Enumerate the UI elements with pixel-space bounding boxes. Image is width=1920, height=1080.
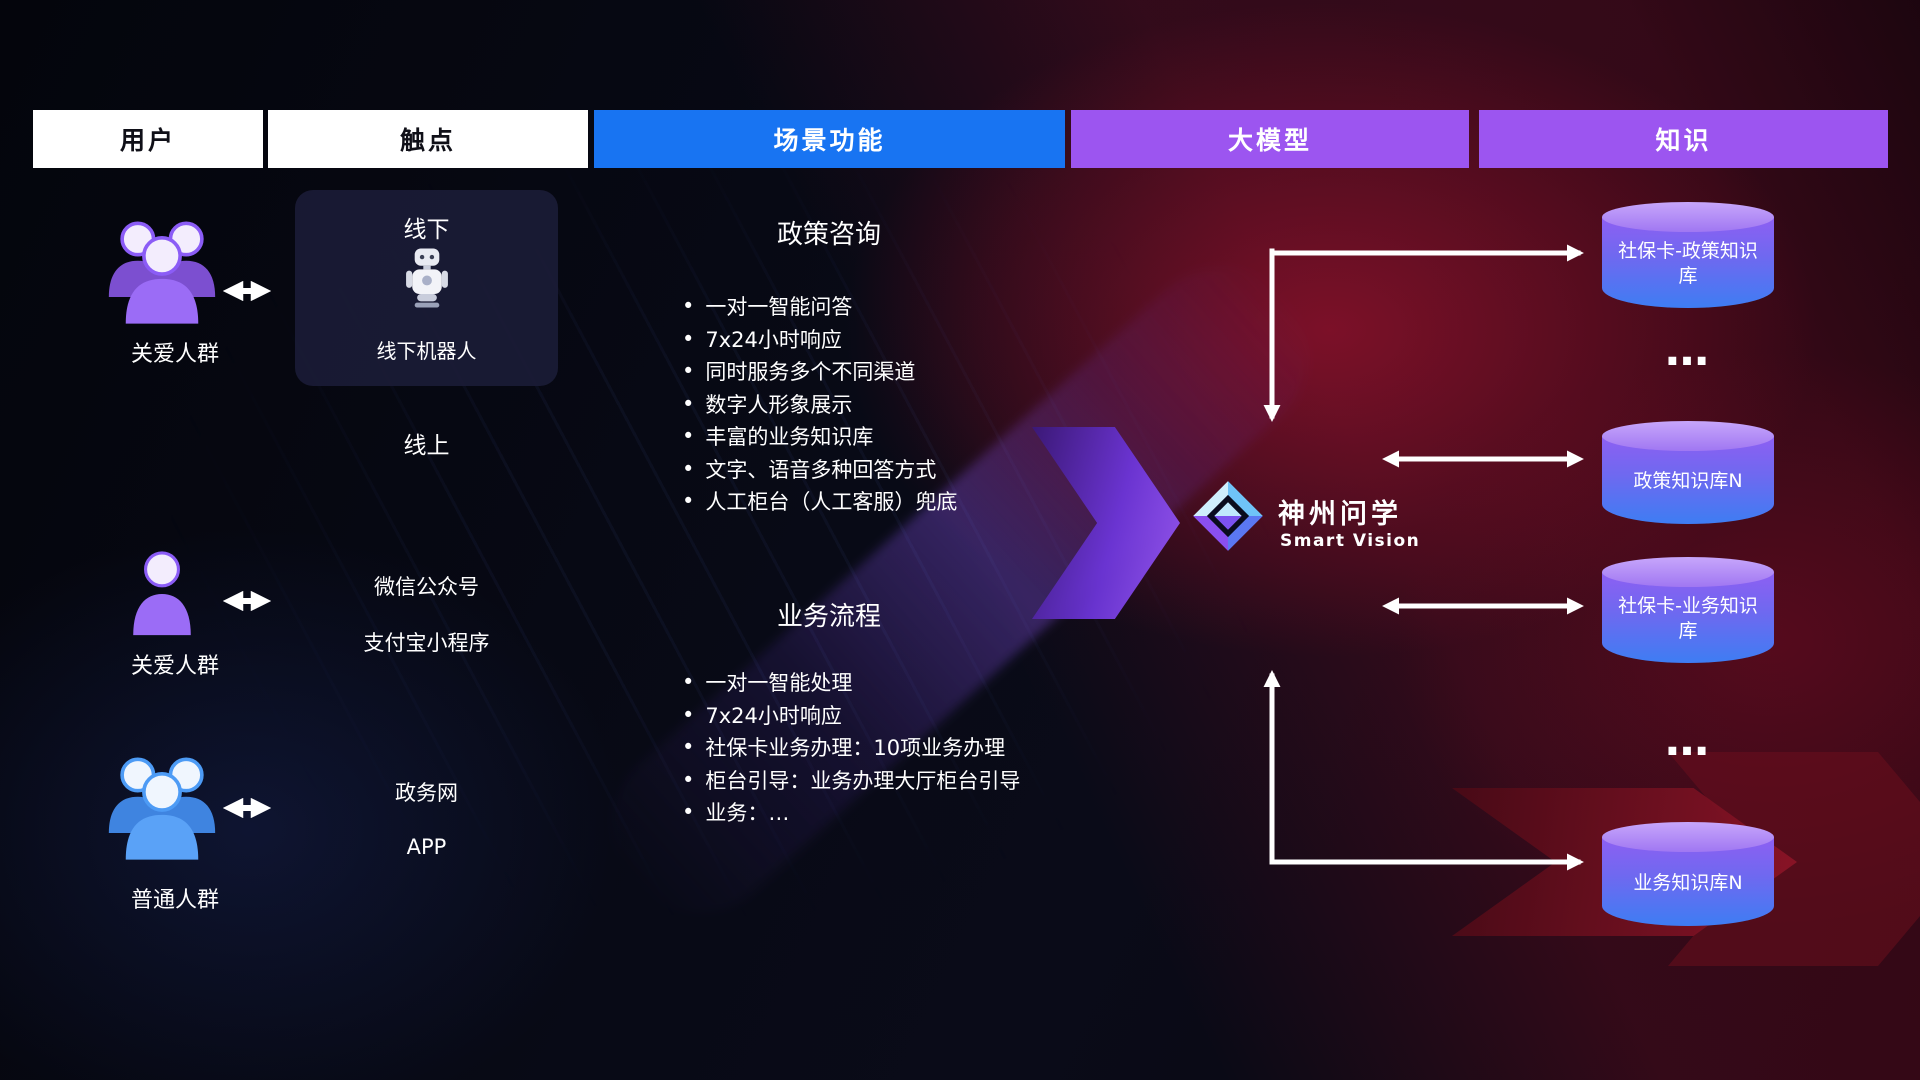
bullet-text: 柜台引导：业务办理大厅柜台引导 (705, 768, 1021, 793)
db-cylinder-top (1602, 202, 1774, 232)
db-cylinder-top (1602, 557, 1774, 587)
business-process-bullet-list: 一对一智能处理 7x24小时响应 社保卡业务办理：10项业务办理 柜台引导：业务… (682, 666, 1020, 829)
bullet-text: 业务：… (705, 801, 790, 826)
bullet-item: 同时服务多个不同渠道 (682, 355, 957, 388)
offline-robot-label: 线下机器人 (376, 339, 477, 363)
db-cylinder-top (1602, 421, 1774, 451)
knowledge-ellipsis: … (1665, 325, 1711, 376)
policy-consulting-bullet-list: 一对一智能问答 7x24小时响应 同时服务多个不同渠道 数字人形象展示 丰富的业… (682, 290, 957, 518)
db-cylinder-body (1602, 217, 1774, 308)
header-tab-scenario-functions: 场景功能 (594, 110, 1065, 168)
single-person-purple-icon (133, 551, 191, 636)
db-label: 社保卡-政策知识库 (1618, 240, 1758, 287)
db-cylinder-top (1602, 822, 1774, 852)
bullet-item: 7x24小时响应 (682, 323, 957, 356)
offline-touchpoint-card: 线下 线下机器人 (295, 190, 558, 386)
bullet-item: 人工柜台（人工客服）兜底 (682, 485, 957, 518)
db-label: 政策知识库N (1633, 470, 1743, 493)
bullet-text: 7x24小时响应 (705, 327, 842, 352)
user-group-label: 关爱人群 (130, 342, 219, 367)
bullet-text: 7x24小时响应 (705, 703, 842, 728)
bullet-item: 文字、语音多种回答方式 (682, 453, 957, 486)
bullet-text: 一对一智能问答 (705, 295, 853, 320)
channel-gov-portal: 政务网 (395, 781, 458, 805)
bullet-item: 一对一智能问答 (682, 290, 957, 323)
robot-icon (405, 248, 448, 308)
brand-diamond-icon (1193, 481, 1263, 551)
db-label: 社保卡-业务知识库 (1618, 595, 1758, 642)
header-tab-touchpoints: 触点 (268, 110, 588, 168)
bullet-item: 一对一智能处理 (682, 666, 1020, 699)
group-people-purple-icon (108, 221, 216, 324)
header-tab-knowledge: 知识 (1479, 110, 1888, 168)
offline-title: 线下 (403, 217, 450, 243)
bullet-text: 同时服务多个不同渠道 (705, 360, 916, 385)
db-label: 业务知识库N (1633, 871, 1743, 894)
bullet-text: 人工柜台（人工客服）兜底 (705, 490, 958, 515)
user-group-label: 关爱人群 (130, 654, 219, 679)
channel-wechat: 微信公众号 (374, 575, 479, 599)
model-brand-subtitle: Smart Vision (1280, 531, 1421, 551)
bullet-text: 文字、语音多种回答方式 (705, 457, 937, 482)
bullet-text: 数字人形象展示 (705, 392, 853, 417)
model-brand-name: 神州问学 (1278, 499, 1402, 530)
channel-app: APP (406, 835, 447, 859)
bullet-item: 7x24小时响应 (682, 699, 1020, 732)
online-title: 线上 (403, 433, 450, 459)
section-title-policy-consulting: 政策咨询 (776, 220, 881, 250)
bullet-item: 柜台引导：业务办理大厅柜台引导 (682, 764, 1020, 797)
db-cylinder-body (1602, 572, 1774, 663)
channel-alipay: 支付宝小程序 (363, 631, 490, 655)
knowledge-ellipsis: … (1665, 715, 1711, 766)
section-title-business-process: 业务流程 (776, 602, 881, 632)
knowledge-db-card: 社保卡-政策知识库 (1602, 202, 1774, 308)
bullet-text: 丰富的业务知识库 (705, 425, 874, 450)
bullet-item: 丰富的业务知识库 (682, 420, 957, 453)
header-tab-users: 用户 (33, 110, 263, 168)
knowledge-db-card: 政策知识库N (1602, 421, 1774, 524)
user-group-label: 普通人群 (130, 888, 219, 913)
group-people-blue-icon (108, 757, 216, 860)
knowledge-db-card: 社保卡-业务知识库 (1602, 557, 1774, 663)
bullet-text: 社保卡业务办理：10项业务办理 (705, 736, 1006, 761)
bullet-item: 社保卡业务办理：10项业务办理 (682, 731, 1020, 764)
bullet-item: 业务：… (682, 796, 1020, 829)
header-tab-large-model: 大模型 (1071, 110, 1469, 168)
bullet-text: 一对一智能处理 (705, 671, 853, 696)
bullet-item: 数字人形象展示 (682, 388, 957, 421)
knowledge-db-card: 业务知识库N (1602, 822, 1774, 926)
